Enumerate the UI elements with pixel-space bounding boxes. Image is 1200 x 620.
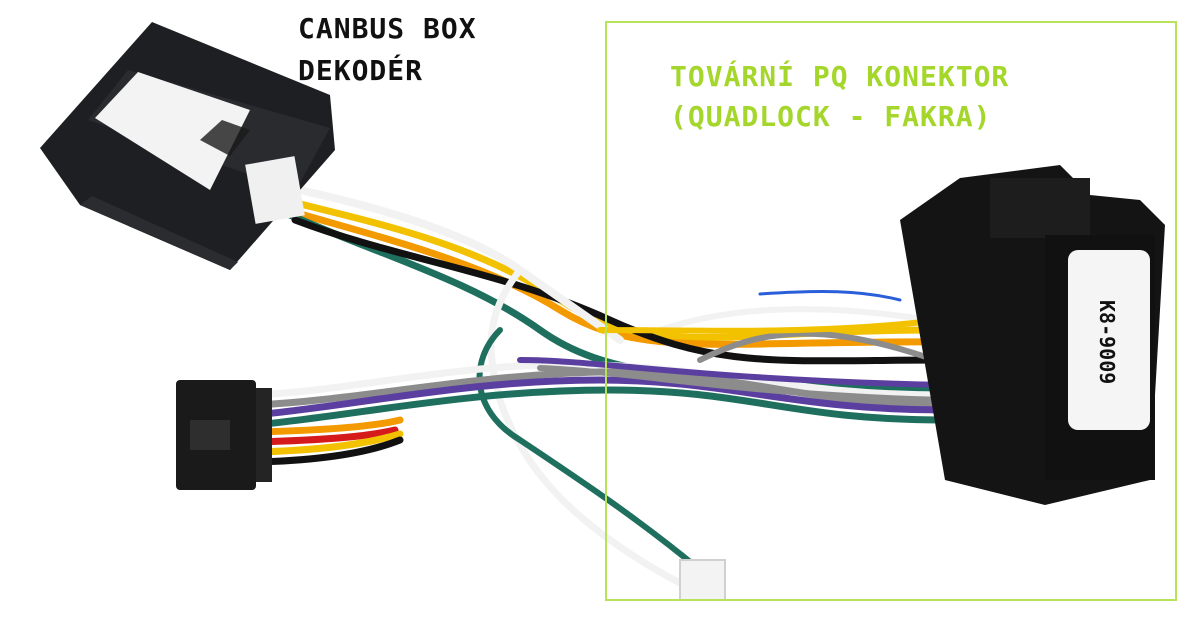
- quadlock-connector: K8-9009: [900, 165, 1165, 505]
- canbus-box: [40, 22, 335, 270]
- small-white-connector: [679, 559, 726, 601]
- canbus-label-line1: CANBUS BOX: [298, 12, 477, 45]
- factory-label-line2: (QUADLOCK - FAKRA): [670, 100, 992, 133]
- canbus-sticker: [95, 72, 250, 190]
- factory-label-line1: TOVÁRNÍ PQ KONEKTOR: [670, 60, 1010, 93]
- canbus-label-line2: DEKODÉR: [298, 54, 424, 87]
- wire-bundle: [251, 186, 949, 593]
- connector-tag: [1068, 250, 1150, 430]
- canbus-socket: [245, 156, 305, 224]
- iso-connector: [176, 380, 272, 490]
- factory-connector-frame: [605, 21, 1177, 601]
- connector-tag-text: K8-9009: [1095, 300, 1119, 384]
